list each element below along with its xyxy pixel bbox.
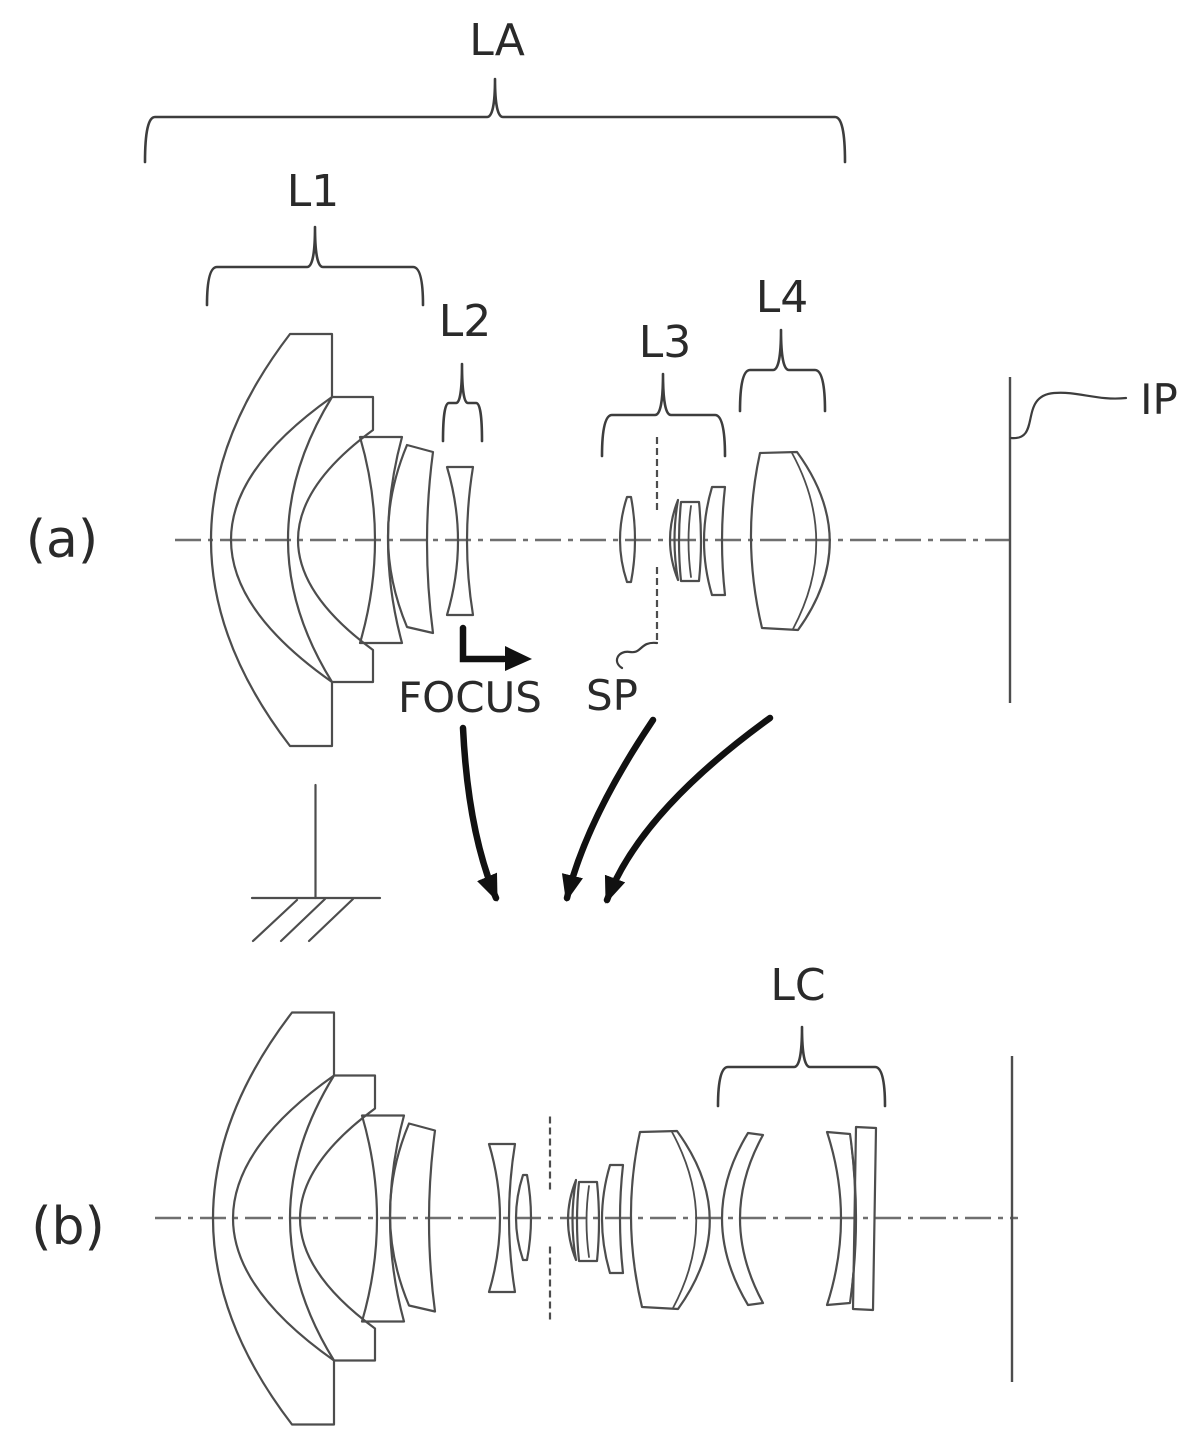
lc-front-meniscus [720,1131,765,1307]
lens-element-2 [286,395,375,684]
ip-leader-line [1009,391,1128,440]
focus-arrow [459,624,532,671]
panel-b: LC (b) [31,960,1018,1426]
motion-arrow-1 [459,724,500,902]
brace-lc [716,1025,887,1108]
label-l4: L4 [756,272,809,323]
label-l1: L1 [287,166,340,217]
lens-l2-biconcave [445,465,475,617]
lc-flat-plate [851,1125,878,1312]
label-l2: L2 [439,296,492,347]
label-focus: FOCUS [398,673,542,722]
lens-l3-rear-meniscus [702,485,727,597]
label-ip: IP [1140,375,1178,424]
lens-l3-doublet-b [566,1178,601,1263]
brace-la [143,77,847,164]
panel-b-label: (b) [31,1197,105,1257]
label-l3: L3 [639,317,692,368]
lens-group-lc [720,1125,878,1312]
brace-l1 [205,225,425,307]
brace-l4 [738,328,827,413]
lens-element-3 [358,435,404,645]
label-la: LA [469,15,525,66]
sp-leader-line [615,641,659,670]
label-lc: LC [770,960,825,1011]
lens-element-4 [386,443,435,635]
motion-arrow-2 [561,716,657,902]
lens-group-l4-b [629,1129,711,1311]
panel-a: LA L1 L2 L3 L4 SP FOCUS IP (a) [26,15,1178,943]
lens-group-l1 [209,332,435,748]
panel-a-label: (a) [26,510,98,570]
brace-l2 [441,362,484,443]
lens-l3-cemented-doublet [668,498,703,583]
ground-symbol [250,783,382,943]
lens-l3-front-element [618,495,637,584]
label-sp: SP [586,671,638,720]
motion-arrow-3 [603,714,774,904]
lens-group-l4-doublet [749,450,831,632]
brace-l3 [600,372,727,458]
lens-element-1 [209,332,334,748]
